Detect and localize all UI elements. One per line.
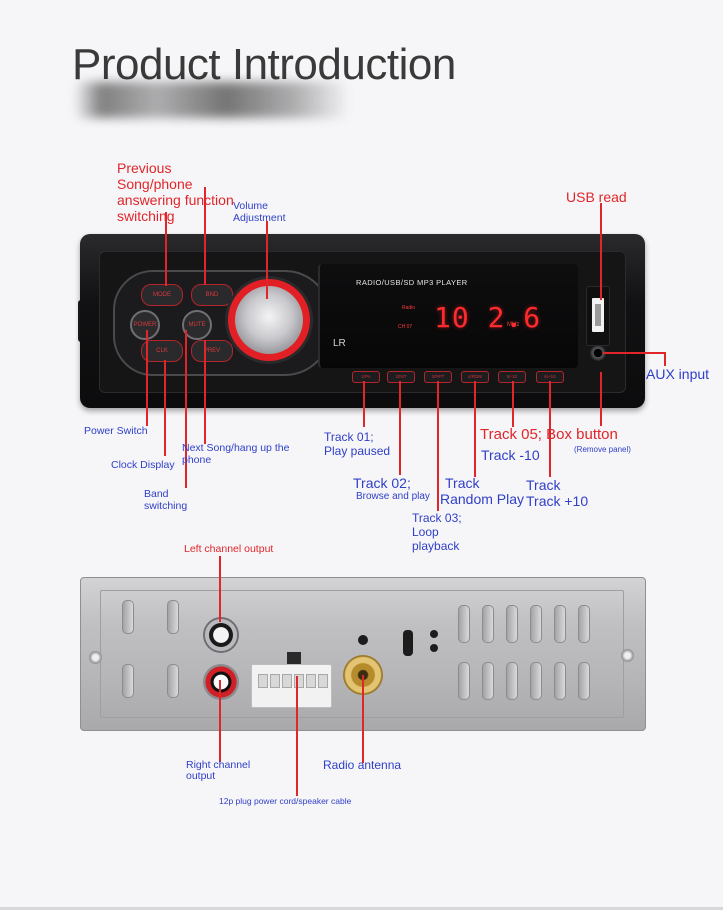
display-title: RADIO/USB/SD MP3 PLAYER	[356, 278, 468, 287]
mute-button[interactable]: MUTE	[182, 310, 212, 340]
blurred-subtitle	[74, 82, 350, 118]
connector-pin	[318, 674, 328, 688]
power-button[interactable]: POWER	[130, 310, 160, 340]
leader-12p-plug	[296, 676, 298, 796]
vent-slot	[530, 605, 542, 643]
lr-mark: LR	[333, 338, 346, 349]
leader-track05	[512, 381, 514, 427]
vent-slot	[482, 605, 494, 643]
leader-track01	[363, 381, 365, 427]
bottom-divider	[0, 907, 723, 910]
leader-prev	[165, 212, 167, 286]
label-prev-song: Previous Song/phone answering function s…	[117, 160, 234, 225]
leader-right-channel	[219, 680, 221, 762]
vent-slot	[122, 664, 134, 698]
preset-2-button[interactable]: 2/INT	[387, 371, 415, 383]
vent-slot	[506, 605, 518, 643]
aux-jack[interactable]	[590, 345, 606, 361]
label-power-switch: Power Switch	[84, 425, 148, 437]
label-track01: Track 01; Play paused	[324, 430, 391, 458]
connector-pin	[306, 674, 316, 688]
label-clock-display: Clock Display	[111, 459, 175, 471]
label-band-switching: Band switching	[144, 488, 188, 513]
leader-track03	[437, 381, 439, 511]
mount-hole	[430, 630, 438, 638]
vent-slot	[506, 662, 518, 700]
left-rca-jack[interactable]	[203, 617, 239, 653]
slot-hole	[403, 630, 413, 656]
leader-track06	[549, 381, 551, 477]
vent-slot	[122, 600, 134, 634]
connector-pin	[294, 674, 304, 688]
label-track05-box: Track 05; Box button	[480, 426, 618, 443]
right-rca-jack[interactable]	[203, 664, 239, 700]
mode-indicator: Radio	[402, 305, 416, 311]
label-track-minus10: Track -10	[481, 447, 540, 463]
leader-aux-h	[603, 352, 665, 354]
leader-remove-panel	[600, 372, 602, 426]
mount-hole	[358, 635, 368, 645]
vent-slot	[530, 662, 542, 700]
leader-track04	[474, 381, 476, 477]
vent-slot	[167, 600, 179, 634]
leader-aux-v	[664, 352, 666, 366]
page-title: Product Introduction	[72, 40, 456, 89]
usb-port-inner	[595, 304, 601, 326]
label-track04: Track Random Play	[440, 475, 525, 508]
label-right-channel: Right channel output	[186, 759, 251, 783]
leader-usb	[600, 203, 602, 300]
vent-slot	[578, 605, 590, 643]
vent-slot	[554, 662, 566, 700]
mount-hole	[430, 644, 438, 652]
frequency-readout: 10 2.6	[434, 301, 542, 334]
connector-pin	[258, 674, 268, 688]
channel-indicator: CH 07	[398, 324, 413, 330]
leader-clock	[164, 360, 166, 456]
vent-slot	[458, 662, 470, 700]
leader-volume	[266, 221, 268, 299]
label-remove-panel: (Remove panel)	[574, 445, 631, 454]
label-track06: Track Track +10	[526, 477, 589, 510]
mode-button[interactable]: MODE	[141, 284, 183, 306]
vent-slot	[458, 605, 470, 643]
label-aux-input: AUX input	[646, 366, 710, 382]
leader-track02	[399, 381, 401, 475]
label-volume: Volume Adjustment	[233, 200, 286, 225]
leader-band	[185, 330, 187, 488]
preset-1-button[interactable]: 1/PA	[352, 371, 380, 383]
leader-left-channel	[219, 556, 221, 622]
label-usb-read: USB read	[566, 189, 627, 205]
label-12p-plug: 12p plug power cord/speaker cable	[219, 796, 352, 806]
screw-left	[89, 651, 102, 664]
connector-latch	[287, 652, 301, 664]
lcd-display	[318, 264, 578, 368]
leader-next	[204, 340, 206, 444]
label-next-song: Next Song/hang up the phone	[182, 442, 290, 466]
connector-pin	[270, 674, 280, 688]
clock-button[interactable]: CLK	[141, 340, 183, 362]
vent-slot	[554, 605, 566, 643]
volume-knob[interactable]	[235, 286, 303, 354]
frequency-unit: MHz	[507, 322, 520, 328]
leader-power	[146, 330, 148, 426]
label-track03: Track 03; Loop playback	[412, 511, 462, 553]
leader-antenna	[362, 675, 364, 763]
vent-slot	[482, 662, 494, 700]
screw-right	[621, 649, 634, 662]
vent-slot	[578, 662, 590, 700]
label-left-channel: Left channel output	[184, 543, 274, 555]
prev-button[interactable]: PREV	[191, 340, 233, 362]
leader-band-top	[204, 187, 206, 285]
band-button[interactable]: BND	[191, 284, 233, 306]
connector-pin	[282, 674, 292, 688]
label-radio-antenna: Radio antenna	[323, 758, 402, 772]
label-track02: Track 02; Browse and play	[353, 475, 430, 503]
vent-slot	[167, 664, 179, 698]
